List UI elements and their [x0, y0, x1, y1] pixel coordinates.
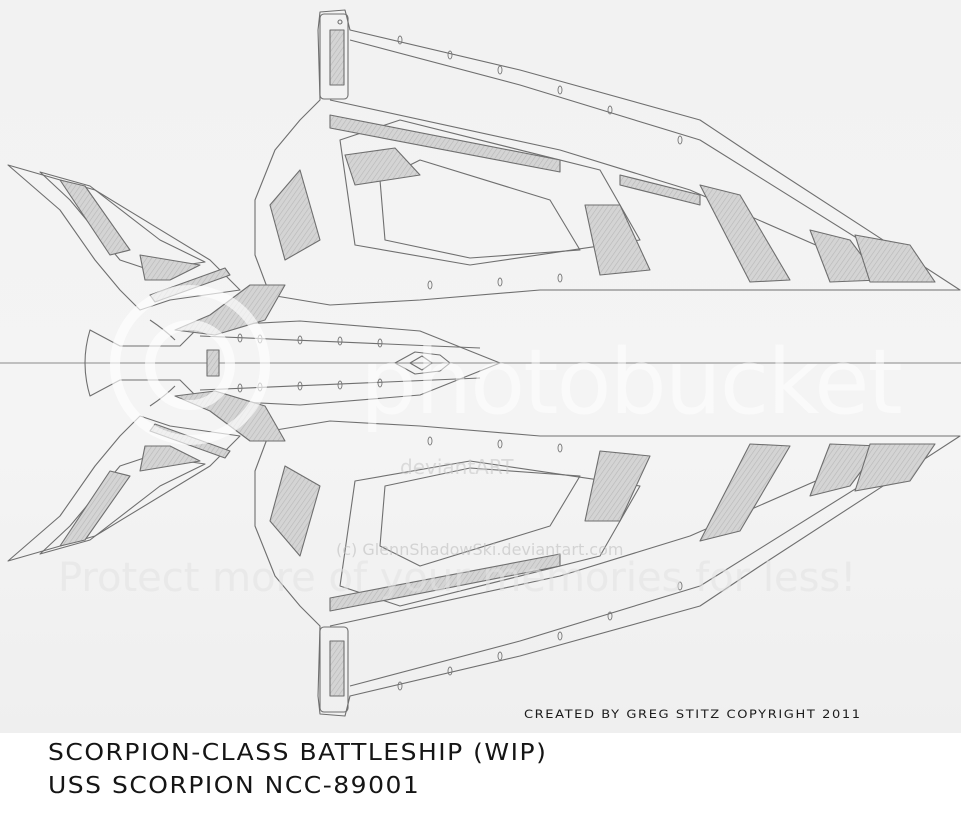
watermark-logo: [110, 285, 270, 445]
starship-sketch: [0, 9, 961, 717]
ship-registry-title: USS SCORPION NCC-89001: [48, 772, 421, 799]
artist-credit: CREATED BY GREG STITZ COPYRIGHT 2011: [524, 708, 862, 722]
caption-area: [0, 733, 961, 832]
ship-class-title: SCORPION-CLASS BATTLESHIP (WIP): [48, 739, 548, 766]
ship-outline: [0, 9, 961, 717]
sketch-paper: [0, 0, 961, 733]
